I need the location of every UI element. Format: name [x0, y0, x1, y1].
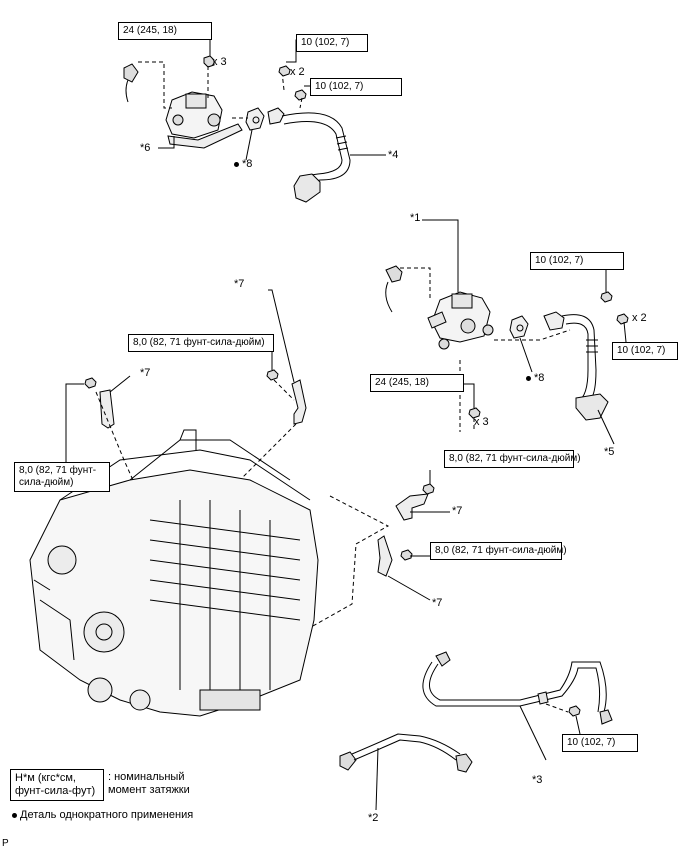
legend-unit-line2: фунт-сила-фут) [15, 785, 96, 797]
gasket-top [245, 107, 265, 131]
bolt-bottom [568, 705, 581, 717]
qty-x3-top: x 3 [212, 56, 227, 68]
gasket-mid [509, 315, 529, 339]
bracket-right-upper [395, 493, 429, 521]
qty-x3-mid: x 3 [474, 416, 489, 428]
legend-torque-desc-line1: : номинальный [108, 771, 185, 783]
ref-5: *5 [604, 446, 615, 458]
torque-box-top-mid2: 10 (102, 7) [310, 78, 402, 96]
torque-box-right-low2: 8,0 (82, 71 фунт-сила-дюйм) [430, 542, 567, 560]
qty-x2-right: x 2 [632, 312, 647, 324]
bolt-bracket-right1 [422, 483, 435, 495]
legend-unit-line1: Н*м (кгс*см, [15, 772, 76, 784]
legend-single-use-text: Деталь однократного применения [20, 809, 194, 821]
egr-pipe-top [267, 107, 351, 203]
egr-valve-top [165, 91, 243, 149]
legend-torque-desc-line2: момент затяжки [108, 784, 190, 796]
bolt-right-mid [616, 313, 629, 325]
ref-7-d: *7 [432, 597, 443, 609]
torque-box-mid-center: 24 (245, 18) [370, 374, 464, 392]
torque-box-right-low1: 8,0 (82, 71 фунт-сила-дюйм) [444, 450, 581, 468]
bolt-bracket-upper [266, 369, 279, 381]
legend-torque-desc: : номинальный момент затяжки [108, 771, 190, 797]
egr-cooler-pipe-lower [422, 651, 613, 761]
single-use-dot-icon [12, 812, 17, 818]
torque-box-top-mid1: 10 (102, 7) [296, 34, 368, 52]
bolt-bracket-left [84, 377, 97, 389]
legend-unit-box: Н*м (кгс*см, фунт-сила-фут) [10, 769, 104, 801]
ref-7-a: *7 [234, 278, 245, 290]
bolt-right-top [600, 291, 613, 303]
torque-box-mid-left: 8,0 (82, 71 фунт-сила-дюйм) [128, 334, 274, 352]
ref-3: *3 [532, 774, 543, 786]
bolt-bracket-right2 [400, 549, 413, 561]
torque-box-left-stack: 8,0 (82, 71 фунт- сила-дюйм) [14, 462, 110, 492]
legend-single-use: Деталь однократного применения [12, 809, 193, 822]
ref-4: *4 [388, 149, 399, 161]
ref-1: *1 [410, 212, 421, 224]
bolt-top-mid2 [294, 89, 307, 101]
egr-pipe-mid [543, 311, 609, 421]
torque-box-right-mid: 10 (102, 7) [612, 342, 678, 360]
bracket-left [99, 389, 115, 429]
ref-8-top: *8 [234, 158, 252, 170]
ref-8-mid: *8 [526, 372, 544, 384]
egr-pipe-lower-left [339, 733, 473, 811]
bracket-right-lower [377, 535, 393, 577]
engine-block [29, 429, 319, 717]
connector-top-left [123, 63, 139, 83]
torque-box-right-top: 10 (102, 7) [530, 252, 624, 270]
connector-mid [385, 265, 403, 283]
ref-7-c: *7 [452, 505, 463, 517]
egr-valve-mid [427, 291, 494, 350]
ref-7-b: *7 [140, 367, 151, 379]
bolt-top-mid1 [278, 65, 291, 77]
qty-x2-top: x 2 [290, 66, 305, 78]
corner-mark: P [2, 838, 9, 849]
bracket-upper-mid [291, 379, 307, 425]
ref-2: *2 [368, 812, 379, 824]
torque-box-top-left: 24 (245, 18) [118, 22, 212, 40]
torque-box-bottom: 10 (102, 7) [562, 734, 638, 752]
ref-6: *6 [140, 142, 151, 154]
bolt-mid-center [468, 407, 481, 419]
